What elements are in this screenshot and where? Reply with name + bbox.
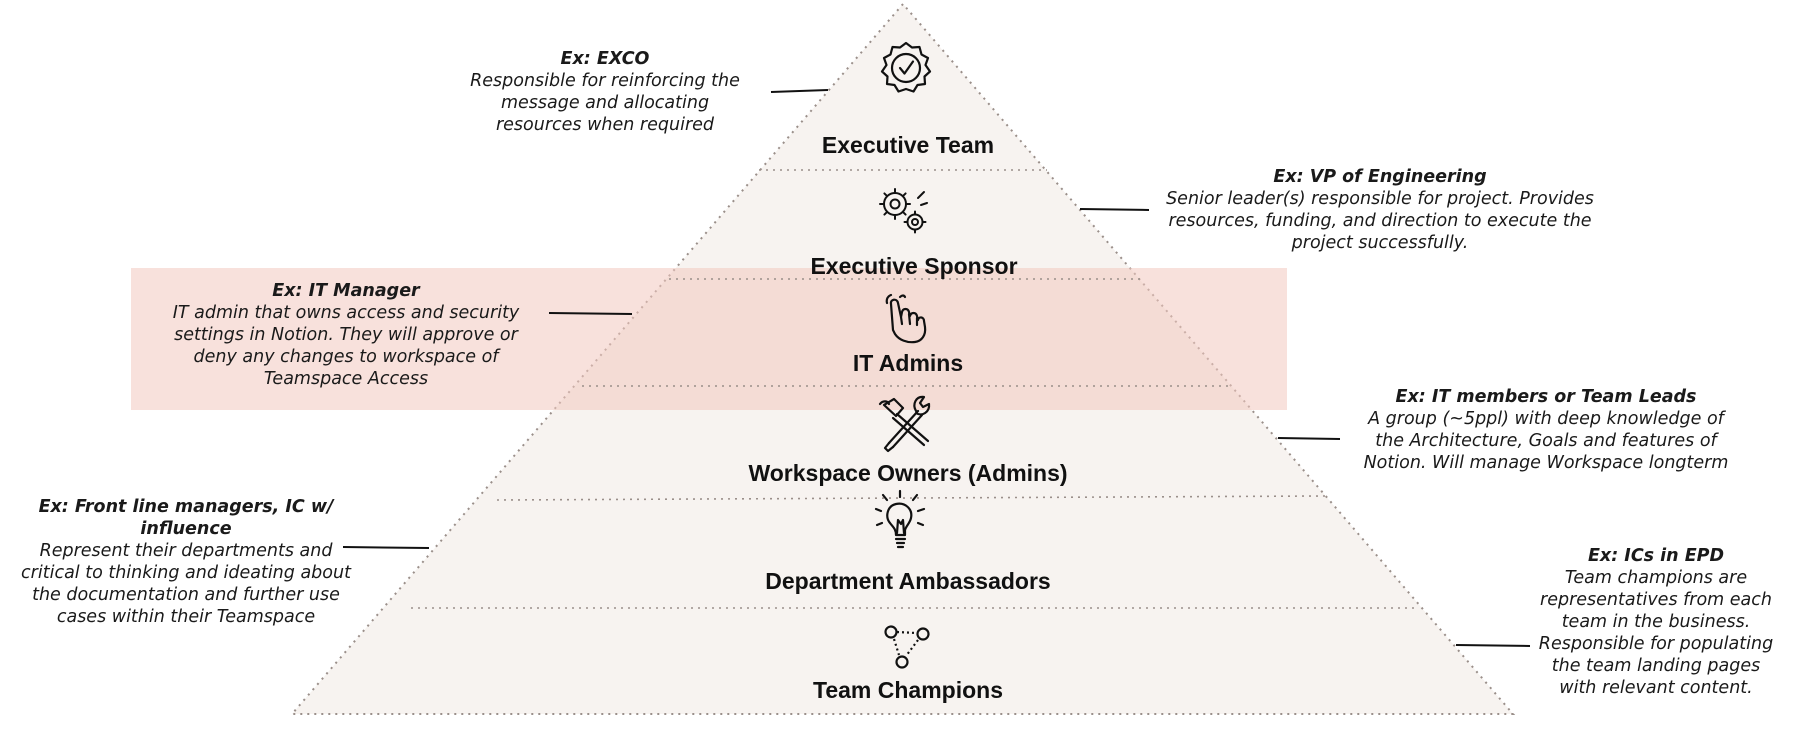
note-ics-body: Team champions are representatives from …: [1538, 568, 1774, 698]
level-title-team-champions: Team Champions: [813, 677, 1003, 703]
note-vp-engineering: Ex: VP of Engineering Senior leader(s) r…: [1160, 166, 1600, 254]
level-title-workspace-owners: Workspace Owners (Admins): [748, 460, 1067, 486]
divider-4: [496, 495, 1326, 501]
leader-line-exco: [770, 89, 829, 93]
note-it-members: Ex: IT members or Team Leads A group (~5…: [1356, 386, 1736, 474]
leader-line-vp: [1079, 208, 1150, 211]
leader-line-it-members: [1277, 437, 1341, 440]
gears-icon: [879, 188, 928, 234]
note-exco-body: Responsible for reinforcing the message …: [470, 71, 740, 135]
leader-line-front-line: [342, 546, 430, 549]
note-ics-epd: Ex: ICs in EPD Team champions are repres…: [1536, 545, 1776, 699]
level-title-it-admins: IT Admins: [853, 350, 963, 376]
pointing-hand-icon: [885, 293, 927, 344]
note-exco: Ex: EXCO Responsible for reinforcing the…: [466, 48, 744, 136]
level-title-department-ambassadors: Department Ambassadors: [765, 568, 1050, 594]
level-title-executive-sponsor: Executive Sponsor: [810, 253, 1017, 279]
tools-icon: [878, 395, 931, 453]
note-exco-heading: Ex: EXCO: [560, 49, 650, 69]
note-front-line-body: Represent their departments and critical…: [21, 541, 351, 627]
leader-line-ics: [1455, 644, 1531, 647]
note-vp-heading: Ex: VP of Engineering: [1273, 167, 1487, 187]
note-front-line-heading: Ex: Front line managers, IC w/ influence: [38, 497, 334, 539]
note-it-members-heading: Ex: IT members or Team Leads: [1395, 387, 1697, 407]
leader-lines: [342, 89, 1531, 647]
badge-check-icon: [880, 41, 932, 93]
note-it-members-body: A group (~5ppl) with deep knowledge of t…: [1363, 409, 1729, 473]
note-vp-body: Senior leader(s) responsible for project…: [1166, 189, 1594, 253]
lightbulb-icon: [874, 489, 926, 549]
note-it-manager: Ex: IT Manager IT admin that owns access…: [166, 280, 526, 390]
level-dividers: [411, 169, 1418, 609]
note-ics-heading: Ex: ICs in EPD: [1587, 546, 1725, 566]
note-front-line: Ex: Front line managers, IC w/ influence…: [18, 496, 354, 628]
note-it-manager-body: IT admin that owns access and security s…: [172, 303, 520, 389]
network-triangle-icon: [884, 625, 930, 669]
level-title-executive-team: Executive Team: [822, 132, 994, 158]
leader-line-it-manager: [548, 312, 633, 315]
note-it-manager-heading: Ex: IT Manager: [272, 281, 420, 301]
